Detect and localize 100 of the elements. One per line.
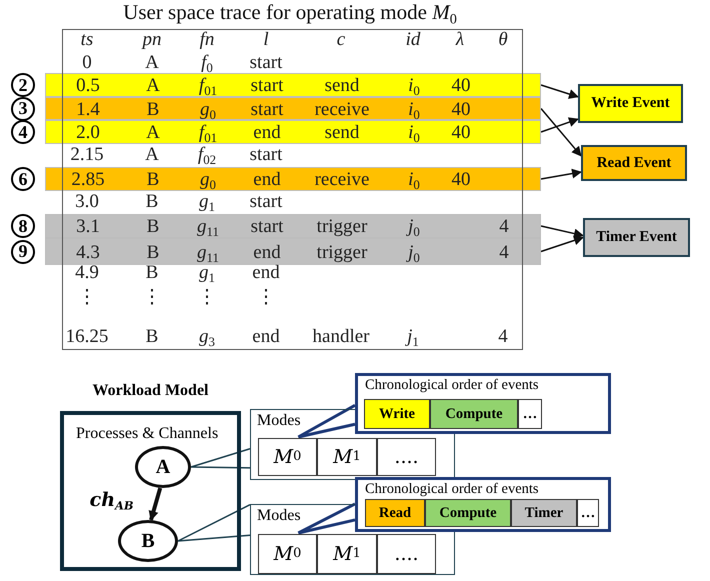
trace-value: 0 [82,52,92,74]
trace-value: B [146,326,158,348]
callout-title: Chronological order of events [365,377,539,394]
trace-value: send [324,122,360,144]
arrow [540,108,582,157]
column-header: λ [456,29,464,51]
trace-value: B [146,98,160,120]
arrow [148,487,162,521]
trace-value: g$_{11}$ [197,242,219,264]
step-number: 9 [11,240,35,264]
diagram-title: User space trace for operating mode M$_{0}$ [122,0,458,25]
trace-value: start [250,191,282,213]
column-header: fn [200,29,214,51]
trace-value: g$_{0}$ [200,169,216,191]
trace-value: 40 [452,75,470,97]
trace-value: g$_{0}$ [200,98,216,120]
trace-value: B [146,262,158,284]
trace-value: A [146,122,160,144]
trace-value: f$_{01}$ [198,122,218,144]
trace-value: handler [312,326,370,348]
trace-value: start [250,75,284,97]
trace-value: 40 [452,169,470,191]
trace-value: 4.9 [75,262,99,284]
trace-value: 3.1 [76,216,100,238]
highlighted-row [45,73,541,97]
trace-value: send [324,75,360,97]
trace-value: A [145,144,159,166]
trace-value: 16.25 [66,326,108,348]
step-number: 8 [11,214,35,238]
mode-entry: .... [377,534,436,574]
step-number: 2 [11,73,35,97]
trace-value: end [253,122,281,144]
trace-value: receive [314,169,370,191]
trace-value: trigger [316,242,368,264]
trace-value: end [253,242,281,264]
trace-value: j$_{0}$ [408,216,420,238]
arrow [540,168,582,180]
trace-value: 2.0 [76,122,100,144]
trace-value: ⋮ [198,286,216,309]
trace-value: i$_{0}$ [408,122,420,144]
trace-value: 4.3 [76,242,100,264]
trace-value: i$_{0}$ [408,169,420,191]
trace-value: A [145,52,159,74]
frame-title: Processes & Channels [76,425,218,443]
highlighted-row [45,214,541,238]
callout-pointer [177,504,251,542]
trace-value: g$_{1}$ [199,191,215,213]
trace-value: 4 [499,216,509,238]
highlighted-row [45,97,541,120]
panel-title: Modes [257,507,301,525]
column-header: pn [142,29,162,51]
step-number: 3 [11,96,35,120]
trace-value: start [250,144,282,166]
callout-pointer [296,502,356,534]
arrow [540,117,579,133]
event-box: Write Event [578,84,683,123]
mode-entry: .... [377,438,436,476]
trace-value: f$_{0}$ [201,52,213,74]
trace-value: start [250,216,284,238]
highlighted-row [45,238,541,265]
trace-value: i$_{0}$ [408,75,420,97]
trace-value: 40 [452,98,470,120]
trace-value: end [252,326,280,348]
column-header: id [406,29,420,51]
trace-value: 2.15 [70,144,104,166]
edge-label: ch$_{AB}$ [90,489,134,511]
trace-value: i$_{0}$ [408,98,420,120]
trace-value: f$_{02}$ [198,144,216,166]
trace-value: start [250,52,282,74]
trace-value: ⋮ [78,286,96,309]
trace-value: j$_{1}$ [407,326,419,348]
process-ellipse: A [135,446,191,488]
trace-value: receive [314,98,370,120]
trace-value: ⋮ [256,286,276,309]
panel-title: Modes [257,412,301,430]
callout-title: Chronological order of events [365,481,539,498]
trace-value: end [253,169,281,191]
highlighted-row [45,167,541,191]
trace-value: trigger [316,216,368,238]
column-header: l [263,29,269,51]
trace-value: j$_{0}$ [408,242,420,264]
highlighted-row [45,120,541,144]
trace-value: g$_{3}$ [199,326,215,348]
trace-value: B [146,191,158,213]
trace-value: A [146,75,160,97]
arrow [540,225,584,238]
arrow [540,84,579,99]
trace-value: B [146,169,160,191]
trace-value: B [146,242,160,264]
section-heading: Workload Model [91,382,210,400]
trace-value: 4 [499,242,509,264]
trace-value: f$_{01}$ [198,75,218,97]
trace-value: 3.0 [75,191,99,213]
column-header: c [336,29,346,51]
trace-value: 1.4 [76,98,100,120]
trace-value: 4 [498,326,508,348]
callout-pointer [190,448,251,469]
step-number: 4 [11,120,35,144]
trace-value: g$_{1}$ [199,262,215,284]
trace-value: 2.85 [71,169,105,191]
